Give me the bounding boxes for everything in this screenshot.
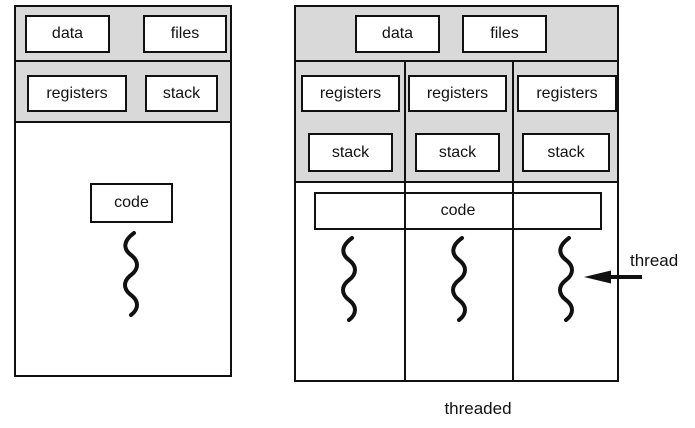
multithreaded-process-diagram: data files registers stack registers sta…	[294, 5, 619, 382]
registers-box: registers	[27, 75, 127, 112]
stack-box: stack	[145, 75, 218, 112]
registers-box-thread-3: registers	[517, 75, 617, 112]
single-process-diagram: data files registers stack code	[14, 5, 232, 377]
stack-label: stack	[547, 143, 585, 161]
registers-box-thread-2: registers	[408, 75, 507, 112]
shared-code-box: code	[314, 192, 602, 230]
data-label: data	[381, 25, 414, 42]
thread-squiggle-icon-2	[451, 236, 467, 322]
files-label: files	[170, 25, 200, 42]
stack-box-thread-1: stack	[308, 133, 393, 172]
stack-label: stack	[438, 143, 477, 161]
code-box: code	[90, 183, 173, 223]
registers-label: registers	[426, 84, 489, 102]
threaded-caption: threaded	[444, 399, 512, 418]
data-box: data	[25, 15, 110, 53]
files-label: files	[490, 25, 519, 42]
thread-pointer-arrow-icon	[584, 270, 642, 284]
multithreaded-data-files-section	[296, 7, 617, 62]
code-label: code	[114, 194, 149, 211]
thread-column-divider-1	[404, 62, 406, 380]
registers-label: registers	[319, 84, 382, 102]
registers-label: registers	[536, 84, 598, 102]
registers-label: registers	[46, 84, 108, 102]
stack-label: stack	[162, 84, 201, 102]
thread-column-divider-2	[512, 62, 514, 380]
thread-annotation-label: thread	[630, 251, 679, 270]
files-box: files	[462, 15, 547, 53]
code-label: code	[440, 202, 476, 219]
registers-box-thread-1: registers	[301, 75, 400, 112]
stack-box-thread-2: stack	[415, 133, 500, 172]
data-label: data	[51, 25, 84, 42]
thread-squiggle-icon-1	[341, 236, 357, 322]
files-box: files	[143, 15, 227, 53]
stack-label: stack	[331, 143, 370, 161]
thread-squiggle-icon-3	[558, 236, 574, 322]
stack-box-thread-3: stack	[522, 133, 610, 172]
data-box: data	[355, 15, 440, 53]
thread-squiggle-icon	[123, 231, 139, 317]
